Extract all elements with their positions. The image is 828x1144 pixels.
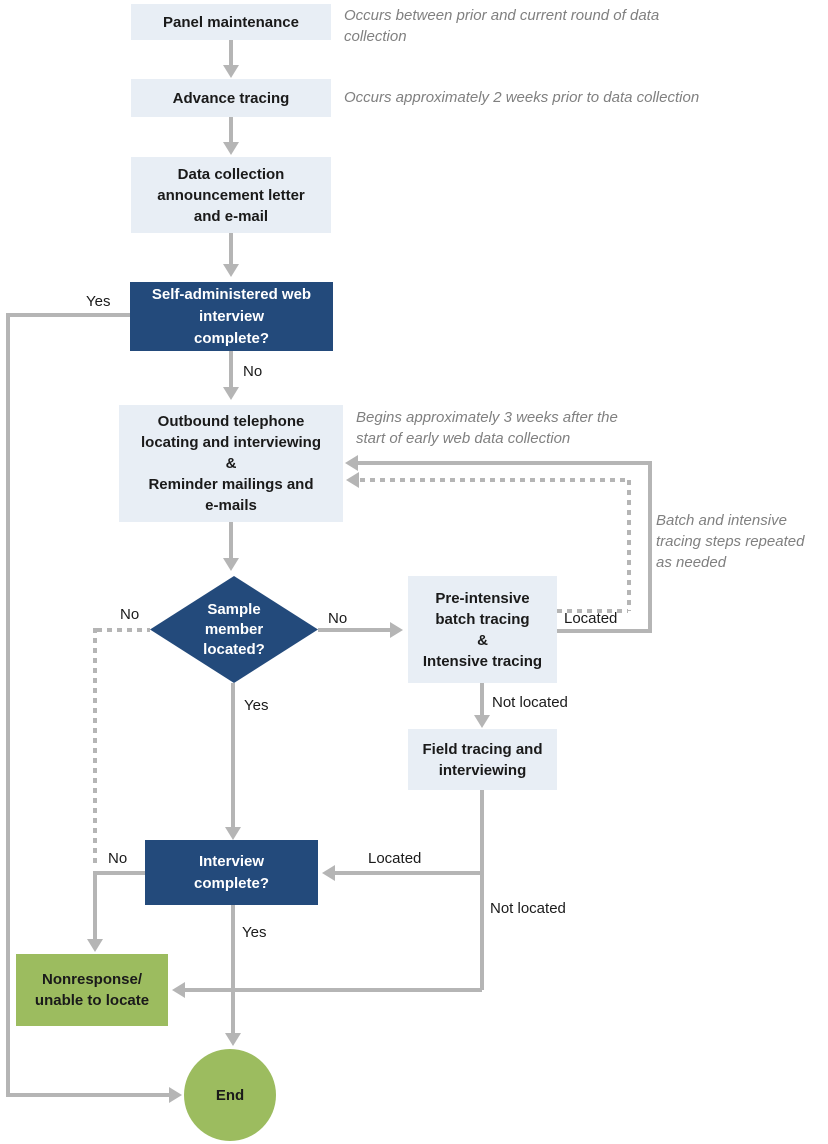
connector-diamond-yes-down (231, 683, 235, 827)
connector-diamond-no-right (318, 628, 390, 632)
connector-batch-to-field (480, 683, 484, 715)
arrowhead-left-icon (346, 472, 359, 488)
connector-announcement-to-web (229, 233, 233, 264)
node-sample-member-located: Sample member located? (150, 576, 318, 683)
arrowhead-down-icon (225, 1033, 241, 1046)
arrowhead-down-icon (223, 264, 239, 277)
edge-label-no-web: No (243, 363, 263, 380)
connector-located-loop-bottom (557, 629, 652, 633)
arrowhead-left-icon (345, 455, 358, 471)
arrowhead-down-icon (223, 558, 239, 571)
connector-field-down-rail (480, 790, 484, 990)
arrowhead-down-icon (223, 65, 239, 78)
node-panel-maintenance: Panel maintenance (131, 4, 331, 40)
arrowhead-right-icon (169, 1087, 182, 1103)
connector-dashed-loop-top (360, 478, 627, 482)
arrowhead-down-icon (223, 387, 239, 400)
connector-located-to-interview (334, 871, 480, 875)
arrowhead-down-icon (474, 715, 490, 728)
edge-label-yes-web: Yes (86, 293, 111, 310)
node-field-tracing: Field tracing and interviewing (408, 729, 557, 790)
node-announcement-letter: Data collection announcement letter and … (131, 157, 331, 233)
connector-advance-to-announcement (229, 117, 233, 142)
node-batch-intensive-tracing: Pre-intensive batch tracing & Intensive … (408, 576, 557, 683)
node-end: End (184, 1049, 276, 1141)
edge-label-yes-interview: Yes (242, 924, 267, 941)
arrowhead-down-icon (225, 827, 241, 840)
connector-left-rail (6, 313, 10, 1097)
connector-panel-to-advance (229, 40, 233, 65)
connector-no-left-dashed-down (93, 628, 97, 868)
connector-interview-yes-down (231, 905, 235, 1033)
edge-label-yes-sample: Yes (244, 697, 269, 714)
node-outbound-telephone: Outbound telephone locating and intervie… (119, 405, 343, 522)
note-outbound: Begins approximately 3 weeks after the s… (356, 409, 618, 447)
node-advance-tracing: Advance tracing (131, 79, 331, 117)
arrowhead-left-icon (322, 865, 335, 881)
connector-located-loop-top (357, 461, 648, 465)
arrowhead-right-icon (390, 622, 403, 638)
arrowhead-down-icon (87, 939, 103, 952)
edge-label-not-located-field: Not located (490, 900, 566, 917)
connector-no-to-nonresponse (93, 871, 97, 939)
connector-web-no-down (229, 351, 233, 387)
node-web-interview-complete: Self-administered web interview complete… (130, 282, 333, 351)
edge-label-no-interview: No (108, 850, 128, 867)
connector-dashed-loop-right (627, 480, 631, 611)
connector-notlocated-to-nonresponse (184, 988, 482, 992)
edge-label-no-sample-right: No (328, 610, 348, 627)
edge-label-located-field: Located (368, 850, 422, 867)
edge-label-no-sample-left: No (120, 606, 140, 623)
note-advance-tracing: Occurs approximately 2 weeks prior to da… (344, 89, 700, 106)
connector-located-loop-right (648, 461, 652, 633)
connector-diamond-no-left-dashed (97, 628, 150, 632)
node-nonresponse: Nonresponse/ unable to locate (16, 954, 168, 1026)
arrowhead-down-icon (223, 142, 239, 155)
note-panel-maintenance: Occurs between prior and current round o… (344, 7, 660, 45)
connector-outbound-to-diamond (229, 522, 233, 558)
connector-left-rail-to-end (6, 1093, 169, 1097)
node-interview-complete: Interview complete? (145, 840, 318, 905)
connector-dashed-loop-bottom (557, 609, 628, 613)
edge-label-located-loop: Located (564, 610, 618, 627)
connector-interview-no-left (95, 871, 145, 875)
connector-yes-web-horizontal (6, 313, 130, 317)
edge-label-not-located-batch: Not located (492, 694, 568, 711)
arrowhead-left-icon (172, 982, 185, 998)
note-tracing-loop: Batch and intensive tracing steps repeat… (656, 512, 805, 571)
